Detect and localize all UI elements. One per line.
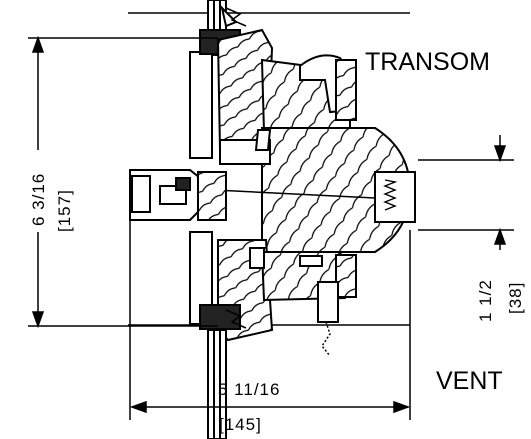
meeting-rail bbox=[129, 127, 416, 253]
transom-sash bbox=[189, 0, 357, 159]
width-dimension-mm: [145] bbox=[219, 415, 262, 434]
depth-dimension-mm: [38] bbox=[506, 282, 525, 314]
height-dimension bbox=[28, 35, 218, 329]
break-marks bbox=[225, 7, 247, 329]
depth-dimension-inches: 1 1/2 bbox=[476, 279, 495, 322]
vent-label: VENT bbox=[436, 367, 503, 395]
height-dimension-inches: 6 3/16 bbox=[29, 173, 48, 226]
vent-sash bbox=[189, 231, 357, 439]
width-dimension-inches: 5 11/16 bbox=[218, 380, 280, 399]
height-dimension-mm: [157] bbox=[55, 189, 74, 232]
width-dimension bbox=[129, 220, 411, 420]
depth-dimension bbox=[418, 135, 514, 250]
transom-label: TRANSOM bbox=[365, 48, 490, 76]
